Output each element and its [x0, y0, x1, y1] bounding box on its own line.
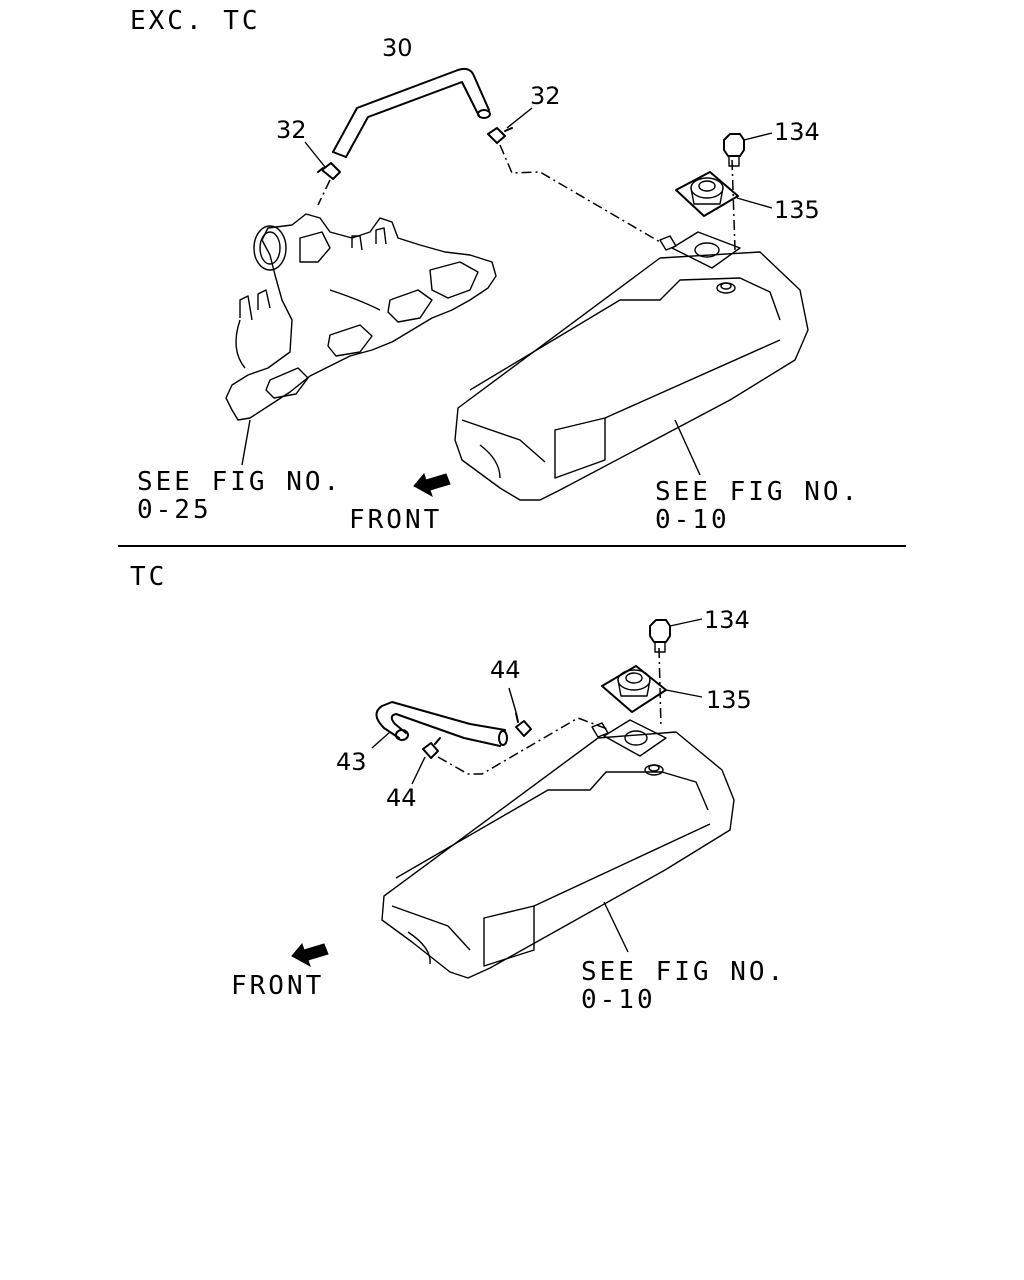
ref-cover-bottom-line2: 0-10: [581, 985, 656, 1015]
ref-cover-top-line1: SEE FIG NO.: [655, 477, 861, 507]
section-title-exc-tc: EXC. TC: [130, 6, 261, 36]
clamp-44-top: [508, 687, 532, 737]
section-title-tc: TC: [130, 562, 168, 592]
bolt-134-bottom: [649, 618, 703, 653]
bolt-134-top: [723, 132, 773, 167]
cap-135-bottom: [601, 665, 703, 713]
intake-manifold: [225, 213, 497, 466]
callout-32-left: 32: [276, 116, 307, 144]
hose-43: [371, 701, 508, 749]
front-label-bottom: FRONT: [231, 971, 325, 1001]
clamp-32-left: [304, 141, 341, 180]
callout-43: 43: [336, 748, 367, 776]
cap-135-top: [675, 171, 773, 217]
callout-134-bottom: 134: [704, 606, 750, 634]
callout-134-top: 134: [774, 118, 820, 146]
callout-135-top: 135: [774, 196, 820, 224]
front-label-top: FRONT: [349, 505, 443, 535]
ref-cover-bottom-line1: SEE FIG NO.: [581, 957, 787, 987]
callout-44-top: 44: [490, 656, 521, 684]
ref-manifold-line2: 0-25: [137, 495, 212, 525]
valve-cover-top: [454, 231, 809, 501]
section-divider: [118, 545, 906, 547]
ref-cover-top-line2: 0-10: [655, 505, 730, 535]
callout-44-bottom: 44: [386, 784, 417, 812]
callout-32-right: 32: [530, 82, 561, 110]
front-arrow-top: [413, 472, 451, 498]
hose-30: [332, 67, 491, 158]
clamp-32-right: [487, 107, 533, 144]
front-arrow-bottom: [291, 942, 329, 968]
valve-cover-bottom: [381, 719, 735, 979]
callout-135-bottom: 135: [706, 686, 752, 714]
clamp-44-bottom: [411, 737, 441, 785]
callout-30: 30: [382, 34, 413, 62]
ref-manifold-line1: SEE FIG NO.: [137, 467, 343, 497]
